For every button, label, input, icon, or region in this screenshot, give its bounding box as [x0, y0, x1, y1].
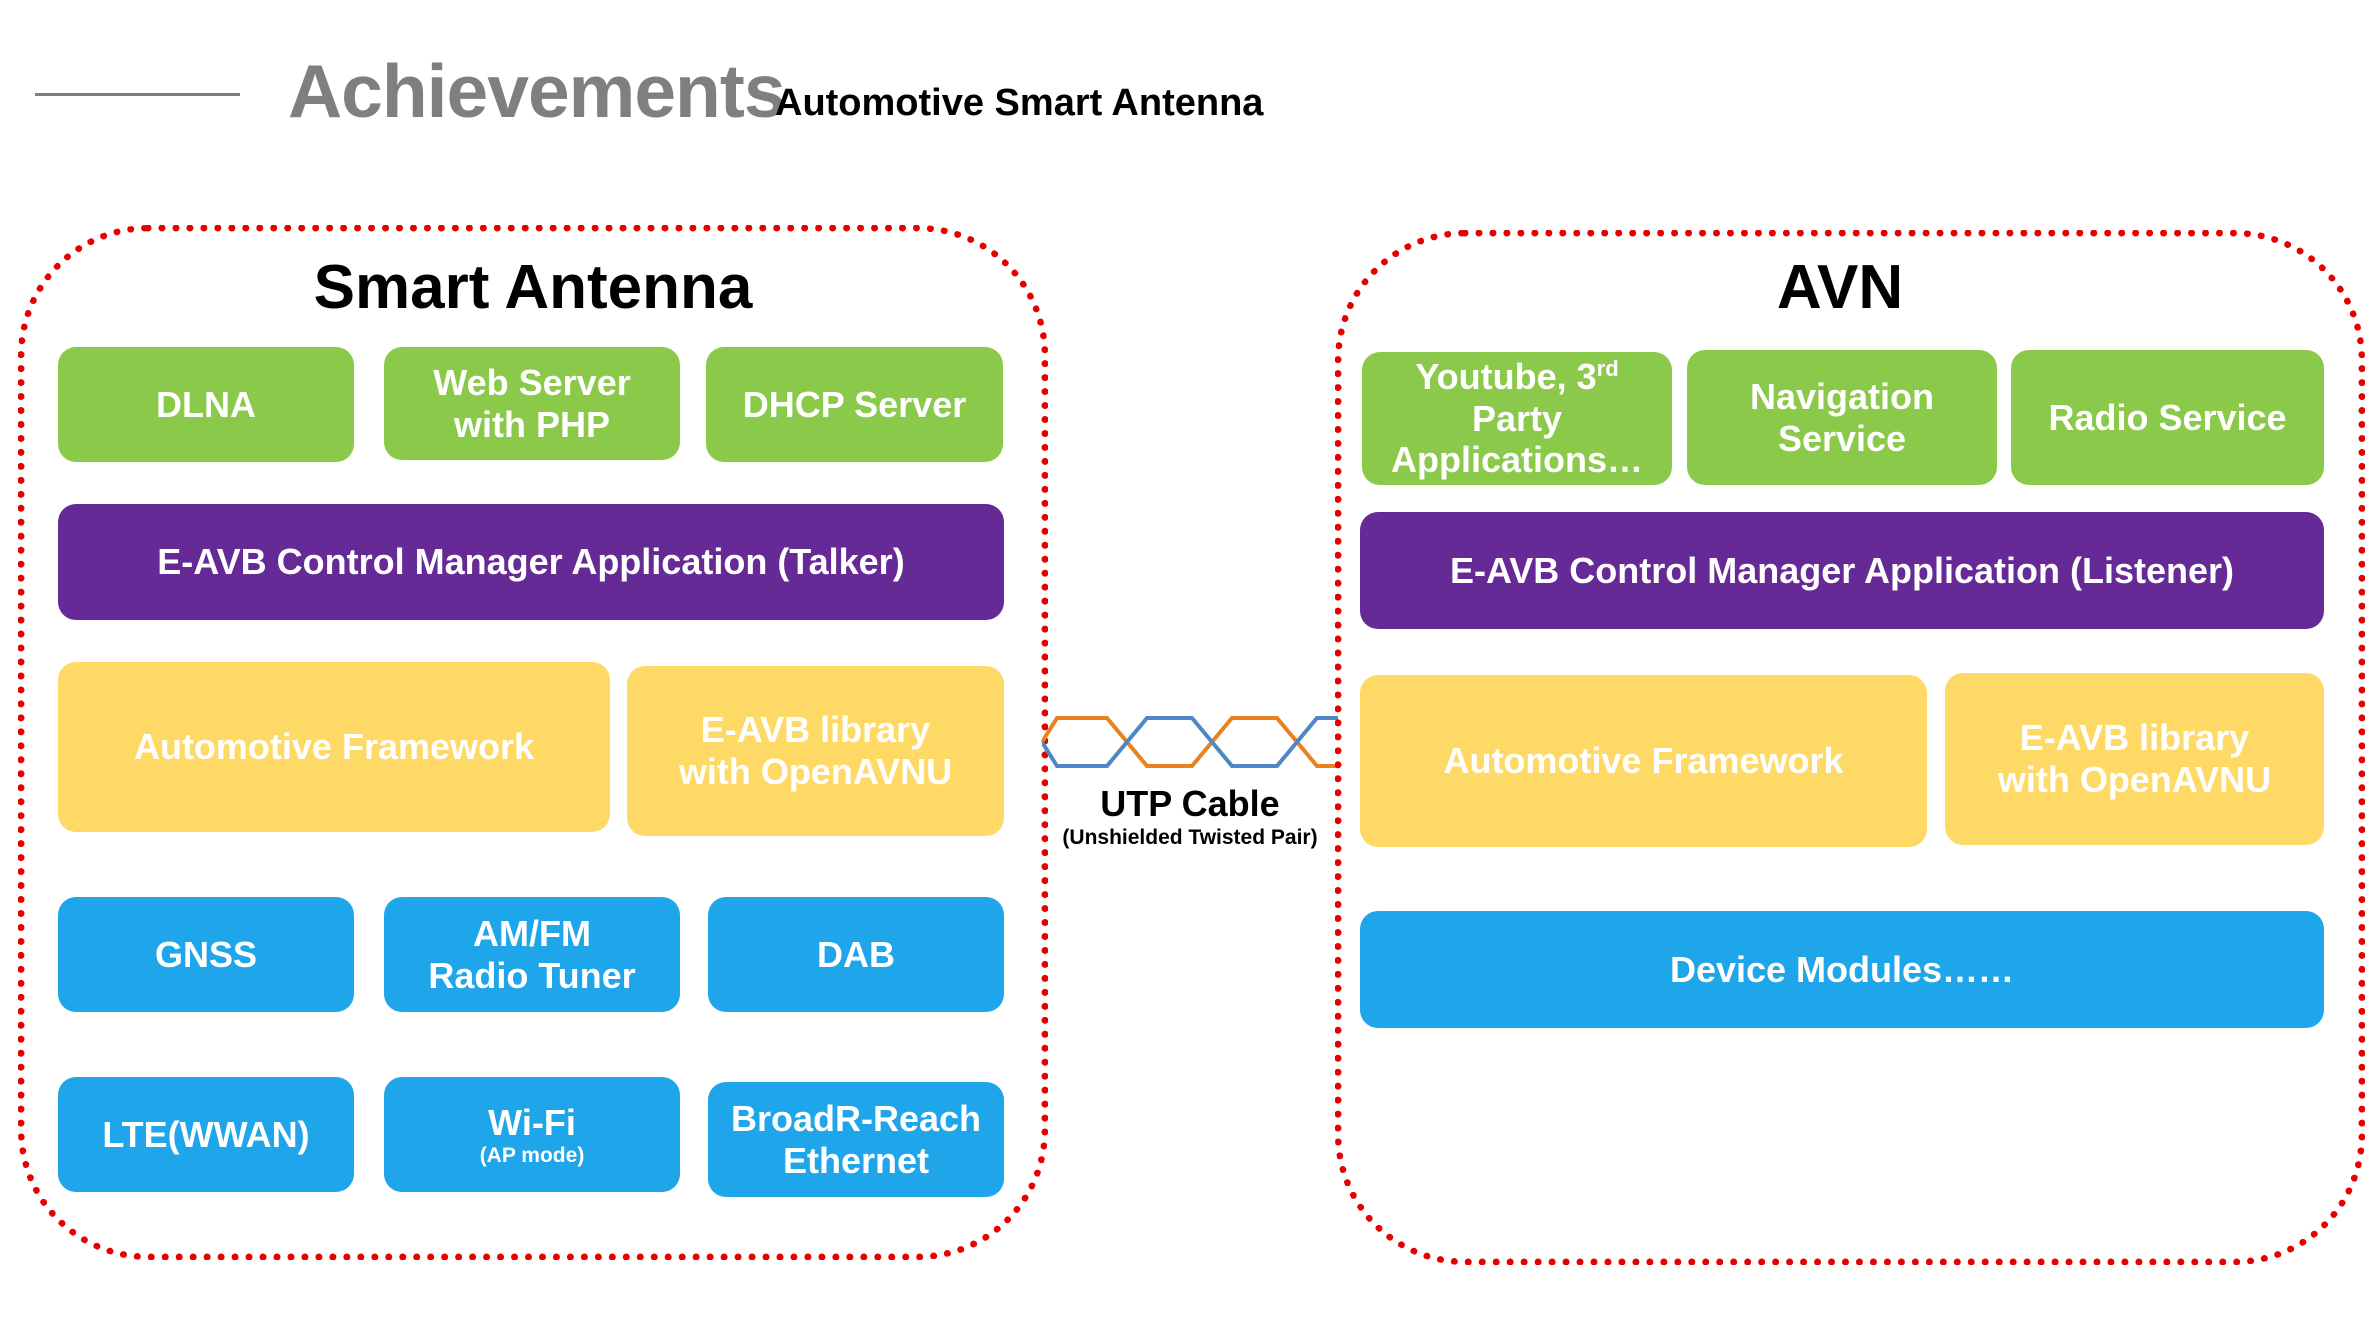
web-server-label-line1: Web Server	[433, 361, 631, 403]
cable-wire-a	[1042, 716, 1338, 768]
avn-title: AVN	[1776, 253, 1904, 322]
radio-tuner-line2: Radio Tuner	[428, 954, 636, 996]
youtube-apps-line3: Applications…	[1390, 439, 1644, 481]
smart-antenna-title: Smart Antenna	[313, 253, 753, 322]
page-subtitle: Automotive Smart Antenna	[775, 82, 1264, 124]
cable-wire-b	[1042, 716, 1338, 768]
cable-note: (Unshielded Twisted Pair)	[1062, 826, 1318, 849]
gnss-label: GNSS	[154, 933, 258, 975]
right-library-box: E-AVB library with OpenAVNU	[1945, 673, 2324, 845]
left-library-box: E-AVB library with OpenAVNU	[627, 666, 1004, 836]
header-rule	[35, 93, 240, 96]
radio-tuner-line1: AM/FM	[473, 912, 591, 954]
left-framework-label: Automotive Framework	[133, 726, 535, 768]
youtube-apps-line2: Party	[1471, 397, 1563, 439]
left-library-line1: E-AVB library	[700, 709, 931, 751]
web-server-label-line2: with PHP	[453, 403, 610, 445]
device-modules-label: Device Modules……	[1669, 948, 2015, 990]
cable-label: UTP Cable	[1100, 783, 1280, 824]
talker-manager-label: E-AVB Control Manager Application (Talke…	[157, 541, 905, 583]
broadr-reach-line1: BroadR-Reach	[730, 1097, 982, 1139]
listener-manager-box: E-AVB Control Manager Application (Liste…	[1360, 512, 2324, 629]
twisted-pair-cable-icon	[1042, 716, 1338, 768]
left-library-line2: with OpenAVNU	[678, 751, 953, 792]
talker-manager-box: E-AVB Control Manager Application (Talke…	[58, 504, 1004, 620]
dab-label: DAB	[817, 933, 895, 975]
dhcp-server-box: DHCP Server	[706, 347, 1003, 462]
youtube-apps-superscript: rd	[1596, 355, 1619, 381]
radio-tuner-box: AM/FM Radio Tuner	[384, 897, 680, 1012]
navigation-service-line1: Navigation	[1749, 375, 1935, 417]
lte-box: LTE(WWAN)	[58, 1077, 354, 1192]
youtube-apps-box: Youtube, 3rd Party Applications…	[1362, 352, 1672, 485]
web-server-box: Web Server with PHP	[384, 347, 680, 460]
left-framework-box: Automotive Framework	[58, 662, 610, 832]
youtube-apps-line1: Youtube, 3rd	[1415, 356, 1618, 398]
right-library-line2: with OpenAVNU	[1997, 759, 2272, 800]
dlna-label: DLNA	[156, 383, 256, 425]
youtube-apps-text: Youtube, 3	[1415, 355, 1597, 397]
dlna-box: DLNA	[58, 347, 354, 462]
broadr-reach-box: BroadR-Reach Ethernet	[708, 1082, 1004, 1197]
right-framework-box: Automotive Framework	[1360, 675, 1927, 847]
radio-service-label: Radio Service	[2048, 396, 2287, 438]
broadr-reach-line2: Ethernet	[782, 1139, 930, 1181]
listener-manager-label: E-AVB Control Manager Application (Liste…	[1449, 549, 2235, 591]
device-modules-box: Device Modules……	[1360, 911, 2324, 1028]
dab-box: DAB	[708, 897, 1004, 1012]
wifi-label: Wi-Fi	[488, 1102, 576, 1144]
avn-panel	[1335, 230, 2365, 1265]
dhcp-server-label: DHCP Server	[742, 383, 967, 425]
lte-label: LTE(WWAN)	[102, 1113, 310, 1155]
radio-service-box: Radio Service	[2011, 350, 2324, 485]
page-title: Achievements	[288, 49, 786, 133]
right-library-line1: E-AVB library	[2019, 717, 2250, 759]
navigation-service-line2: Service	[1777, 417, 1907, 459]
wifi-box: Wi-Fi (AP mode)	[384, 1077, 680, 1192]
right-framework-label: Automotive Framework	[1443, 740, 1844, 782]
wifi-mode-note: (AP mode)	[479, 1143, 585, 1167]
navigation-service-box: Navigation Service	[1687, 350, 1997, 485]
gnss-box: GNSS	[58, 897, 354, 1012]
